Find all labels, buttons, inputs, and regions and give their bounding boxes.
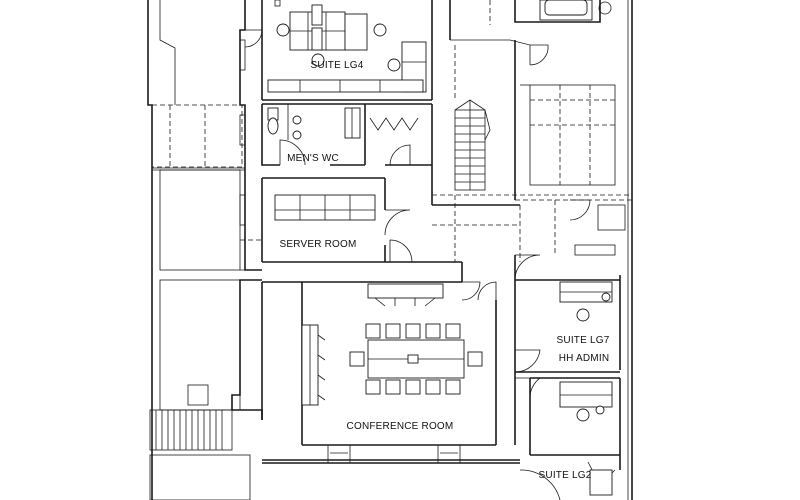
- label-suite-lg7: SUITE LG7: [557, 335, 610, 346]
- dashed-passage: [151, 104, 243, 168]
- label-hh-admin: HH ADMIN: [559, 353, 610, 364]
- toilet-icon: [267, 117, 279, 135]
- suite-lg4-furniture: [267, 4, 427, 93]
- suite-lg7-furniture: [559, 281, 613, 322]
- admin-furniture: [559, 381, 616, 496]
- label-server-room: SERVER ROOM: [279, 239, 356, 250]
- dashed-structure: [240, 0, 630, 262]
- label-suite-lg4: SUITE LG4: [311, 60, 364, 71]
- label-conference-room: CONFERENCE ROOM: [347, 421, 454, 432]
- server-rack-icon: [274, 194, 376, 221]
- external-stair: [149, 409, 251, 500]
- sink-icon: [292, 115, 302, 125]
- wc-fixtures: [267, 104, 419, 140]
- door-swing-icon: [244, 29, 591, 500]
- label-suite-lg2: SUITE LG2: [539, 470, 592, 481]
- office-chair-icon: [276, 23, 290, 37]
- right-area-boxes: [515, 84, 632, 256]
- label-mens-wc: MEN'S WC: [287, 153, 339, 164]
- staircase-icon: [454, 99, 491, 191]
- windows: [239, 0, 461, 464]
- conference-furniture: [301, 283, 483, 406]
- bathtub-icon: [539, 0, 612, 21]
